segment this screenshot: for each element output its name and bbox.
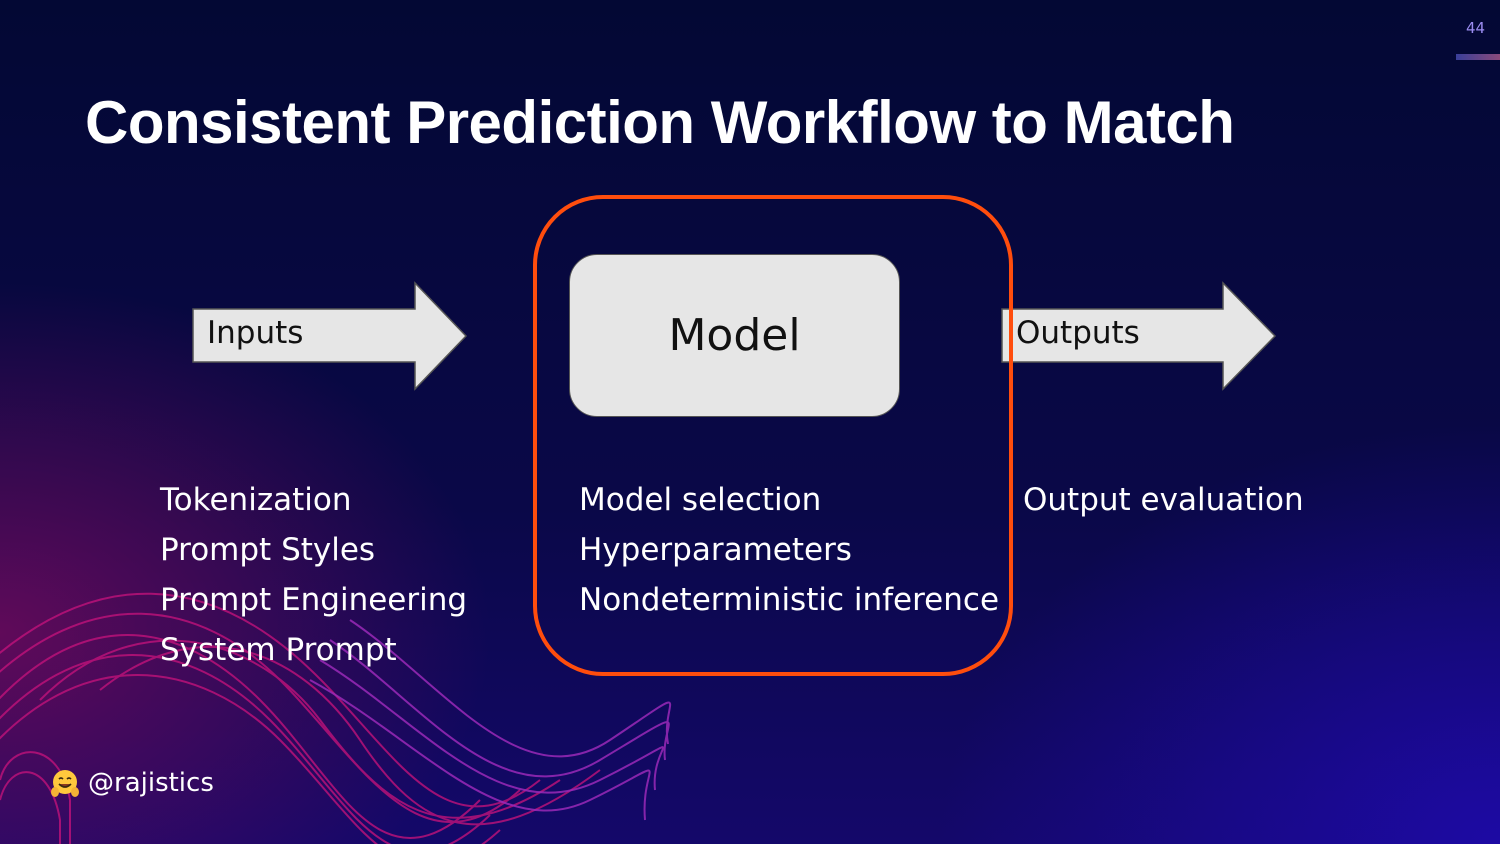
slide-title: Consistent Prediction Workflow to Match — [85, 89, 1235, 156]
list-item: Output evaluation — [1023, 482, 1304, 518]
handle-text: @rajistics — [88, 768, 214, 798]
inputs-label: Inputs — [207, 315, 304, 351]
outputs-label: Outputs — [1016, 315, 1140, 351]
inputs-list: Tokenization Prompt Styles Prompt Engine… — [160, 475, 467, 675]
outputs-arrow — [1001, 281, 1277, 391]
model-list: Model selection Hyperparameters Nondeter… — [579, 475, 999, 625]
list-item: Tokenization — [160, 482, 352, 518]
author-handle: @rajistics — [50, 768, 214, 798]
list-item: Model selection — [579, 482, 822, 518]
hugging-face-icon — [51, 770, 79, 797]
model-highlight-outline — [533, 195, 1013, 676]
list-item: System Prompt — [160, 632, 397, 668]
outputs-list: Output evaluation — [1023, 475, 1304, 525]
model-label: Model — [668, 310, 801, 361]
list-item: Prompt Engineering — [160, 582, 468, 618]
model-box: Model — [569, 254, 900, 417]
page-number: 44 — [1466, 19, 1486, 37]
list-item: Hyperparameters — [579, 532, 852, 568]
inputs-arrow — [192, 281, 468, 391]
list-item: Prompt Styles — [160, 532, 376, 568]
page-indicator-bar — [1456, 54, 1500, 60]
list-item: Nondeterministic inference — [579, 582, 1000, 618]
